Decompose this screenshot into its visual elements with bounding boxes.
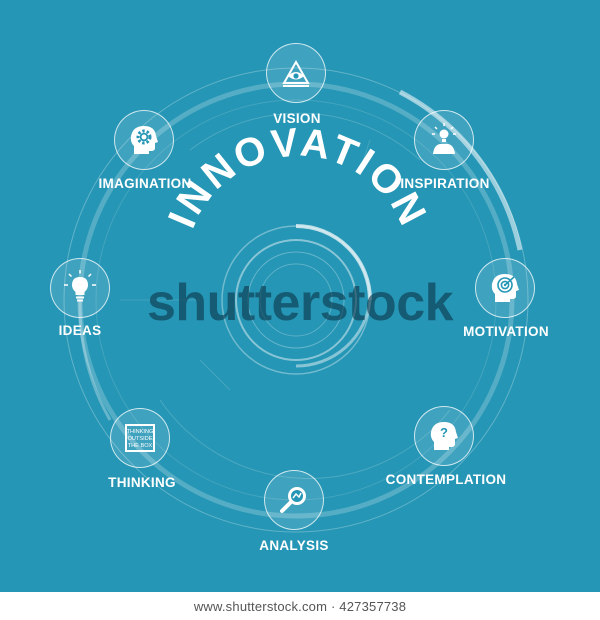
- thinking-node: THINKING OUTSIDE THE BOX: [110, 408, 170, 468]
- svg-text:INNOVATION: INNOVATION: [160, 120, 436, 234]
- thinking-icon-text-2: OUTSIDE: [128, 436, 153, 442]
- head-question-icon: ?: [430, 422, 458, 450]
- watermark: shutterstock: [146, 274, 454, 332]
- person-lightbulb-icon: [432, 123, 456, 154]
- inspiration-node: [414, 110, 474, 170]
- motivation-node: [475, 258, 535, 318]
- vision-node: [266, 43, 326, 103]
- motivation-label: MOTIVATION: [463, 324, 549, 339]
- svg-text:?: ?: [440, 425, 448, 440]
- contemplation-label: CONTEMPLATION: [385, 472, 507, 487]
- title-graphic: INNOVATION: [160, 120, 436, 234]
- footer-text: www.shutterstock.com · 427357738: [193, 598, 407, 614]
- ideas-label: IDEAS: [58, 323, 102, 338]
- head-gear-icon: [130, 126, 158, 154]
- infographic-canvas: INNOVATION shutterstock VISION INSPIRATI…: [0, 0, 600, 592]
- thinking-outside-box-icon: THINKING OUTSIDE THE BOX: [125, 424, 155, 452]
- title: INNOVATION: [160, 120, 433, 234]
- thinking-icon-text-1: THINKING: [127, 429, 154, 435]
- inspiration-label: INSPIRATION: [400, 176, 490, 191]
- thinking-icon-text-3: THE BOX: [128, 443, 153, 449]
- contemplation-node: ?: [414, 406, 474, 466]
- imagination-node: [114, 110, 174, 170]
- lightbulb-icon: [64, 270, 96, 302]
- imagination-label: IMAGINATION: [98, 176, 192, 191]
- magnifier-icon: [280, 487, 306, 513]
- ideas-node: [50, 258, 110, 318]
- thinking-label: THINKING: [108, 475, 176, 490]
- analysis-label: ANALYSIS: [259, 538, 329, 553]
- analysis-node: [264, 470, 324, 530]
- vision-label: VISION: [273, 111, 321, 126]
- eye-triangle-icon: [282, 59, 310, 87]
- head-target-icon: [491, 274, 519, 302]
- footer: www.shutterstock.com · 427357738: [0, 592, 600, 620]
